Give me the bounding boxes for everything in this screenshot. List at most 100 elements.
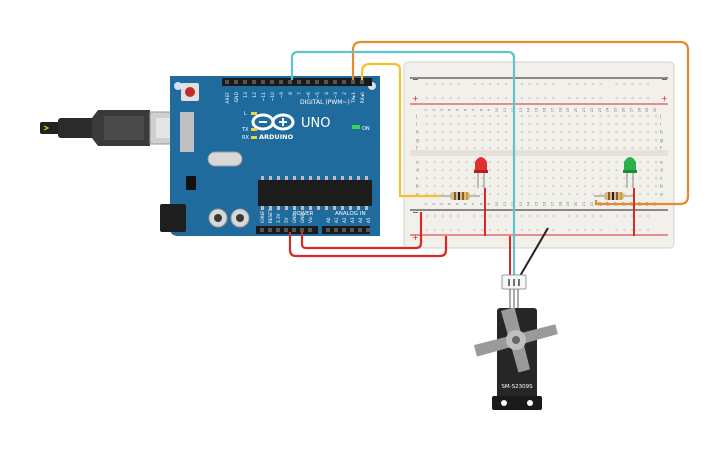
terminal-hole[interactable] xyxy=(583,138,587,142)
reset-button-cap[interactable] xyxy=(185,87,195,97)
terminal-hole[interactable] xyxy=(567,168,571,172)
terminal-hole[interactable] xyxy=(552,168,555,172)
terminal-hole[interactable] xyxy=(449,160,453,164)
terminal-hole[interactable] xyxy=(528,122,531,126)
terminal-hole[interactable] xyxy=(481,130,484,134)
digital-pin[interactable] xyxy=(243,80,247,84)
terminal-hole[interactable] xyxy=(607,122,610,126)
terminal-hole[interactable] xyxy=(496,146,500,150)
terminal-hole[interactable] xyxy=(496,168,500,172)
terminal-hole[interactable] xyxy=(607,160,610,164)
rail-hole[interactable] xyxy=(567,96,571,100)
terminal-hole[interactable] xyxy=(560,114,563,118)
rail-hole[interactable] xyxy=(639,96,642,100)
terminal-hole[interactable] xyxy=(425,138,429,142)
terminal-hole[interactable] xyxy=(520,184,524,188)
terminal-hole[interactable] xyxy=(560,146,563,150)
terminal-hole[interactable] xyxy=(615,146,618,150)
terminal-hole[interactable] xyxy=(504,114,508,118)
rail-hole[interactable] xyxy=(433,214,437,218)
terminal-hole[interactable] xyxy=(449,184,453,188)
terminal-hole[interactable] xyxy=(488,192,492,196)
terminal-hole[interactable] xyxy=(496,122,500,126)
terminal-hole[interactable] xyxy=(639,168,642,172)
digital-pin[interactable] xyxy=(252,80,256,84)
terminal-hole[interactable] xyxy=(457,138,460,142)
rail-hole[interactable] xyxy=(528,214,531,218)
terminal-hole[interactable] xyxy=(560,160,563,164)
terminal-hole[interactable] xyxy=(449,122,453,126)
terminal-hole[interactable] xyxy=(646,168,650,172)
rail-hole[interactable] xyxy=(425,82,429,86)
rail-hole[interactable] xyxy=(631,82,634,86)
red-power-wire[interactable] xyxy=(288,232,448,258)
terminal-hole[interactable] xyxy=(575,122,579,126)
rail-hole[interactable] xyxy=(496,228,500,232)
servo-black-lead[interactable] xyxy=(519,227,549,277)
terminal-hole[interactable] xyxy=(560,122,563,126)
terminal-hole[interactable] xyxy=(654,176,658,180)
terminal-hole[interactable] xyxy=(654,130,658,134)
terminal-hole[interactable] xyxy=(496,130,500,134)
terminal-hole[interactable] xyxy=(425,168,429,172)
terminal-hole[interactable] xyxy=(504,130,508,134)
terminal-hole[interactable] xyxy=(646,114,650,118)
rail-hole[interactable] xyxy=(575,228,579,232)
terminal-hole[interactable] xyxy=(504,122,508,126)
terminal-hole[interactable] xyxy=(599,122,603,126)
terminal-hole[interactable] xyxy=(631,114,634,118)
terminal-hole[interactable] xyxy=(488,184,492,188)
terminal-hole[interactable] xyxy=(465,160,468,164)
terminal-hole[interactable] xyxy=(560,184,563,188)
terminal-hole[interactable] xyxy=(639,114,642,118)
rail-hole[interactable] xyxy=(591,228,595,232)
terminal-hole[interactable] xyxy=(433,130,437,134)
terminal-hole[interactable] xyxy=(654,114,658,118)
terminal-hole[interactable] xyxy=(504,168,508,172)
rail-hole[interactable] xyxy=(504,214,508,218)
terminal-hole[interactable] xyxy=(449,114,453,118)
terminal-hole[interactable] xyxy=(425,122,429,126)
digital-pin[interactable] xyxy=(261,80,265,84)
terminal-hole[interactable] xyxy=(607,130,610,134)
terminal-hole[interactable] xyxy=(575,114,579,118)
terminal-hole[interactable] xyxy=(457,130,460,134)
terminal-hole[interactable] xyxy=(473,192,476,196)
terminal-hole[interactable] xyxy=(425,130,429,134)
terminal-hole[interactable] xyxy=(528,168,531,172)
terminal-hole[interactable] xyxy=(615,130,618,134)
terminal-hole[interactable] xyxy=(528,176,531,180)
terminal-hole[interactable] xyxy=(575,160,579,164)
terminal-hole[interactable] xyxy=(599,160,603,164)
terminal-hole[interactable] xyxy=(567,176,571,180)
terminal-hole[interactable] xyxy=(567,160,571,164)
terminal-hole[interactable] xyxy=(615,176,618,180)
rail-hole[interactable] xyxy=(449,82,453,86)
terminal-hole[interactable] xyxy=(433,114,437,118)
terminal-hole[interactable] xyxy=(449,138,453,142)
terminal-hole[interactable] xyxy=(552,114,555,118)
terminal-hole[interactable] xyxy=(488,114,492,118)
rail-hole[interactable] xyxy=(496,214,500,218)
terminal-hole[interactable] xyxy=(496,138,500,142)
terminal-hole[interactable] xyxy=(639,122,642,126)
rail-hole[interactable] xyxy=(591,82,595,86)
terminal-hole[interactable] xyxy=(457,122,460,126)
terminal-hole[interactable] xyxy=(441,184,445,188)
terminal-hole[interactable] xyxy=(544,114,547,118)
rail-hole[interactable] xyxy=(441,214,445,218)
terminal-hole[interactable] xyxy=(544,176,547,180)
terminal-hole[interactable] xyxy=(623,114,626,118)
terminal-hole[interactable] xyxy=(425,160,429,164)
rail-hole[interactable] xyxy=(583,228,587,232)
terminal-hole[interactable] xyxy=(544,146,547,150)
rail-hole[interactable] xyxy=(567,214,571,218)
terminal-hole[interactable] xyxy=(591,138,595,142)
terminal-hole[interactable] xyxy=(449,168,453,172)
terminal-hole[interactable] xyxy=(433,138,437,142)
rail-hole[interactable] xyxy=(567,82,571,86)
terminal-hole[interactable] xyxy=(488,146,492,150)
terminal-hole[interactable] xyxy=(504,184,508,188)
terminal-hole[interactable] xyxy=(481,184,484,188)
